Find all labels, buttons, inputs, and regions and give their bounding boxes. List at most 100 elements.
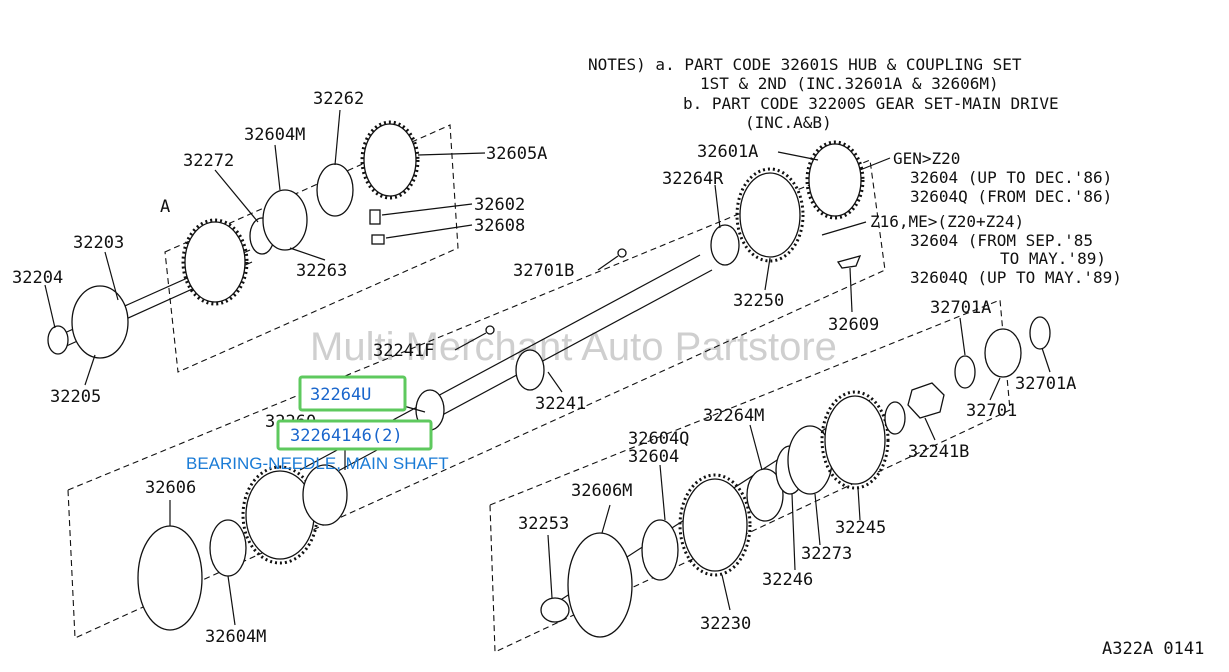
leader-32263 <box>289 247 326 261</box>
label-32241: 32241 <box>535 394 586 414</box>
leader-32250 <box>764 257 771 291</box>
gear-32260-boss <box>302 464 348 526</box>
gear-32245 <box>824 395 886 485</box>
spacer-32253 <box>540 597 570 623</box>
baulk-ring-32604Q <box>641 519 679 581</box>
notes-line-2: 1ST & 2ND (INC.32601A & 32606M) <box>700 74 999 93</box>
label-A: A <box>160 197 170 217</box>
label-32609: 32609 <box>828 315 879 335</box>
label-32204: 32204 <box>12 268 63 288</box>
label-32203: 32203 <box>73 233 124 253</box>
highlight-32264146-box[interactable] <box>276 419 433 451</box>
sleeve-32606 <box>137 525 203 631</box>
notes-line-3: b. PART CODE 32200S GEAR SET-MAIN DRIVE <box>683 94 1059 113</box>
hub-32601A <box>808 143 862 217</box>
leader-32609 <box>849 267 853 313</box>
leader-32604M-bottom <box>227 575 236 626</box>
leader-32602 <box>381 203 473 216</box>
label-32604Q: 32604Q <box>628 429 689 449</box>
leader-32605A <box>417 152 486 156</box>
clip-32609 <box>836 255 862 269</box>
gear-32230-teeth <box>678 473 752 577</box>
bracket-z16 <box>821 221 867 236</box>
label-32701B: 32701B <box>513 261 574 281</box>
leader-32203 <box>104 251 119 301</box>
leader-32701B <box>597 255 619 271</box>
leader-32262 <box>334 109 341 166</box>
group-box-top-left <box>164 124 459 373</box>
label-32241F: 32241F <box>373 341 434 361</box>
leader-32701A-right <box>1041 347 1051 373</box>
leader-32273 <box>814 493 821 546</box>
bracket-gen <box>859 157 891 171</box>
label-32604: 32604 <box>628 447 679 467</box>
label-32606: 32606 <box>145 478 196 498</box>
label-32253: 32253 <box>518 514 569 534</box>
gear-32230 <box>682 478 748 572</box>
gen-row-1: 32604 (UP TO DEC.'86) <box>910 168 1112 187</box>
label-32604M-top: 32604M <box>244 125 305 145</box>
leader-32601A <box>777 151 819 161</box>
washer-32241B <box>884 401 906 435</box>
label-32241B: 32241B <box>908 442 969 462</box>
bearing-32241 <box>515 349 545 391</box>
z16-row-1: 32604 (FROM SEP.'85 <box>910 231 1093 250</box>
highlight-32264U-label[interactable]: 32264U <box>310 385 371 405</box>
leader-32241B <box>924 417 936 441</box>
highlight-32264U-box[interactable] <box>298 375 407 412</box>
nut-32241B <box>907 382 945 419</box>
label-32601A: 32601A <box>697 142 758 162</box>
label-32245: 32245 <box>835 518 886 538</box>
label-32701A-top: 32701A <box>930 298 991 318</box>
leader-32241F <box>454 332 487 351</box>
gear-32203-teeth <box>181 218 249 306</box>
bearing-32264M <box>746 468 784 522</box>
leader-32264R <box>714 184 721 229</box>
leader-32606M <box>601 504 611 534</box>
leader-32230 <box>721 574 731 611</box>
tooltip-caption: BEARING-NEEDLE, MAIN SHAFT <box>186 454 449 473</box>
z16-row-3: 32604Q (UP TO MAY.'89) <box>910 268 1122 287</box>
z16-heading: Z16,ME>(Z20+Z24) <box>870 212 1024 231</box>
spring-32602 <box>369 209 381 225</box>
leader-32241 <box>547 371 563 393</box>
leader-32246 <box>791 493 796 571</box>
label-32602: 32602 <box>474 195 525 215</box>
z16-row-2: TO MAY.'89) <box>1000 249 1106 268</box>
label-32273: 32273 <box>801 544 852 564</box>
figure-id: A322A 0141 <box>1102 639 1204 659</box>
sleeve-32606M <box>567 532 633 638</box>
leader-32701A-top <box>959 317 966 356</box>
label-32250: 32250 <box>733 291 784 311</box>
label-32604M-bottom: 32604M <box>205 627 266 647</box>
label-32246: 32246 <box>762 570 813 590</box>
ring-32262 <box>316 163 354 217</box>
snap-ring-32204 <box>47 325 69 355</box>
label-32608: 32608 <box>474 216 525 236</box>
leader-32205 <box>84 354 96 386</box>
label-32701A-right: 32701A <box>1015 374 1076 394</box>
leader-32701 <box>989 377 1001 401</box>
ring-32701A-right <box>1029 316 1051 350</box>
leader-32604M-top <box>274 144 281 191</box>
gear-32250 <box>739 172 801 258</box>
leader-32272 <box>214 169 259 223</box>
notes-line-4: (INC.A&B) <box>745 113 832 132</box>
label-32264R: 32264R <box>662 169 724 189</box>
bearing-32264R <box>710 224 740 266</box>
leader-32604Q <box>659 464 666 521</box>
highlight-32264146-label[interactable]: 32264146(2) <box>290 426 403 446</box>
watermark: Multi Merchant Auto Partstore <box>310 325 837 369</box>
bearing-32205 <box>71 285 129 359</box>
label-32701: 32701 <box>966 401 1017 421</box>
leader-32608 <box>385 224 473 239</box>
baulk-ring-32263 <box>262 189 308 251</box>
ring-32701A-left <box>954 355 976 389</box>
insert-32608 <box>371 234 385 245</box>
label-32262: 32262 <box>313 89 364 109</box>
group-box-bottom-right <box>489 299 1011 653</box>
label-32605A: 32605A <box>486 144 547 164</box>
label-32230: 32230 <box>700 614 751 634</box>
gear-32245-teeth <box>820 390 890 490</box>
